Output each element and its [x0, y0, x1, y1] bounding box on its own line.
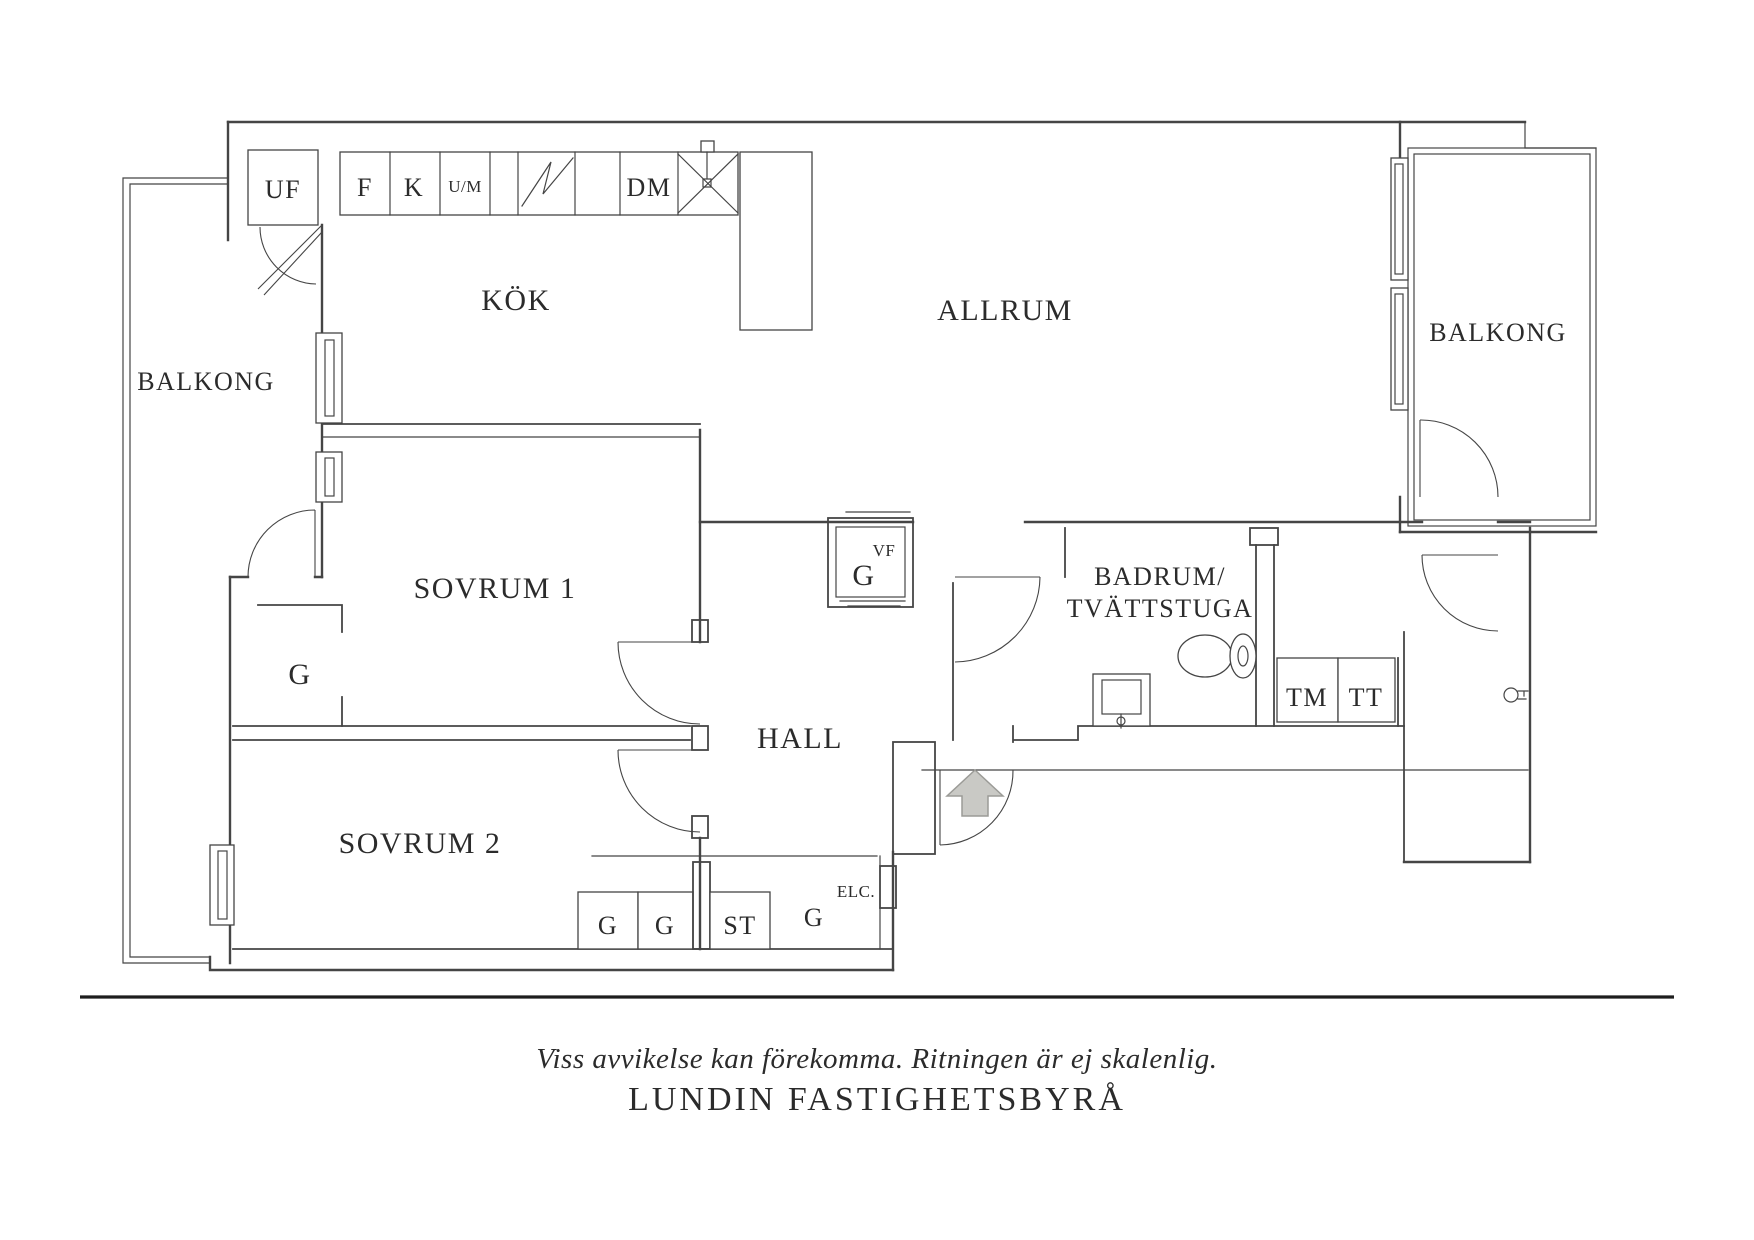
- balcony-right-railing-inner: [1413, 153, 1591, 521]
- sink-icon: [677, 153, 739, 214]
- label-k: K: [404, 173, 424, 202]
- door-entrance: [939, 769, 1014, 846]
- label-vf: VF: [873, 541, 896, 560]
- doorjamb-middle: [691, 725, 709, 751]
- wall-badrum-bottom: [1012, 725, 1405, 743]
- window-allrum-upper-pane: [1394, 163, 1404, 275]
- door-sovrum1-balcony: [247, 509, 316, 578]
- door-sovrum2: [617, 749, 701, 833]
- label-sovrum1: SOVRUM 1: [414, 572, 577, 605]
- window-allrum-lower-pane: [1394, 293, 1404, 405]
- footer: Viss avvikelse kan förekomma. Ritningen …: [80, 995, 1674, 1118]
- wall-entry-pier: [892, 741, 936, 855]
- label-badrum-line2: TVÄTTSTUGA: [1067, 594, 1254, 623]
- label-g-wardrobe2: G: [655, 911, 675, 940]
- balcony-right: [1398, 120, 1598, 534]
- label-f: F: [357, 173, 373, 202]
- balcony-left: [122, 177, 229, 964]
- elc-cabinet-bump: [879, 865, 897, 909]
- doors: [247, 224, 1499, 846]
- window-sovrum2-icon: [209, 844, 235, 926]
- door-badrum: [954, 576, 1041, 663]
- wardrobe-divider-wall: [692, 861, 711, 950]
- hall-closet-shelf-lines: [839, 511, 911, 607]
- toilet-tank-icon: [1229, 633, 1257, 679]
- hall-fixtures: [577, 511, 914, 950]
- kitchen-counter-dividers: [389, 151, 679, 216]
- label-g-wardrobe1: G: [598, 911, 618, 940]
- label-tm: TM: [1286, 683, 1328, 712]
- label-g-walkin: G: [288, 658, 311, 691]
- door-leaf-kitchen-balcony: [257, 224, 323, 296]
- wall-top-right-step: [1524, 121, 1597, 149]
- window-kitchen-icon: [315, 332, 343, 424]
- window-allrum-upper-icon: [1390, 157, 1409, 281]
- label-uf: UF: [265, 175, 301, 204]
- ventilation-shaft: [739, 151, 813, 331]
- door-allrum-balcony: [1419, 419, 1499, 498]
- brand-text: LUNDIN FASTIGHETSBYRÅ: [628, 1081, 1126, 1118]
- unit-labels: UF F K U/M DM G G VF G G ST G ELC. TM TT: [265, 173, 1384, 940]
- label-allrum: ALLRUM: [937, 294, 1073, 327]
- interior-walls: [232, 423, 1532, 951]
- label-balkong-left: BALKONG: [137, 367, 275, 396]
- bathroom-fixtures: [1092, 633, 1529, 729]
- toilet-flush-icon: [1237, 645, 1249, 667]
- key-icon: [1517, 690, 1529, 700]
- exterior-walls: [208, 120, 1597, 972]
- stove-icon: [521, 157, 574, 207]
- sink-faucet-stem: [702, 151, 712, 188]
- window-sovrum1-pane: [324, 457, 335, 497]
- disclaimer-text: Viss avvikelse kan förekomma. Ritningen …: [536, 1043, 1217, 1075]
- door-handle-icon: [1503, 687, 1519, 703]
- windows: [209, 157, 1409, 926]
- label-kok: KÖK: [481, 284, 551, 317]
- sink-faucet-icon: [700, 140, 715, 153]
- hall-closet-inner: [835, 526, 906, 598]
- balcony-left-railing-inner: [129, 183, 229, 958]
- wall-laundry-niche: [1249, 527, 1279, 546]
- wardrobe-g1-box: [577, 891, 639, 950]
- door-sovrum1: [617, 641, 701, 725]
- toilet-bowl-icon: [1177, 634, 1233, 678]
- label-elc: ELC.: [837, 882, 875, 901]
- entrance-arrow-icon: [945, 768, 1005, 817]
- hall-closet-box: [827, 517, 914, 608]
- window-sovrum2-pane: [217, 850, 228, 920]
- label-um: U/M: [448, 177, 482, 196]
- room-labels: KÖK ALLRUM BALKONG BALKONG SOVRUM 1 SOVR…: [137, 284, 1567, 860]
- door-arc-uf: [259, 226, 317, 285]
- dryer-box: [1337, 657, 1396, 723]
- window-sovrum1-icon: [315, 451, 343, 503]
- label-st: ST: [723, 911, 756, 940]
- window-kitchen-pane: [324, 339, 335, 417]
- balcony-left-railing-outer: [122, 177, 229, 964]
- label-sovrum2: SOVRUM 2: [339, 827, 502, 860]
- label-hall: HALL: [757, 722, 843, 755]
- label-balkong-right: BALKONG: [1429, 318, 1567, 347]
- doorjamb-sovrum2: [691, 815, 709, 839]
- window-allrum-lower-icon: [1390, 287, 1409, 411]
- door-storage: [1421, 554, 1499, 632]
- washbasin-drain: [1116, 716, 1126, 726]
- label-g-elc: G: [804, 903, 824, 932]
- kitchen-fixtures: [247, 140, 813, 331]
- wardrobe-g2-box: [637, 891, 694, 950]
- label-tt: TT: [1349, 683, 1384, 712]
- label-dm: DM: [627, 173, 672, 202]
- wall-sovrum-divider: [232, 725, 691, 741]
- uf-cabinet: [247, 149, 319, 226]
- wall-laundry-divider: [1255, 544, 1275, 727]
- wall-walkin-closet: [257, 604, 343, 727]
- kitchen-counter-row: [339, 151, 739, 216]
- label-badrum-line1: BADRUM/: [1094, 562, 1226, 591]
- washing-machine-box: [1276, 657, 1339, 723]
- wardrobe-st-box: [709, 891, 771, 950]
- wall-bottom-exterior: [208, 955, 895, 972]
- label-g-hall: G: [852, 559, 875, 592]
